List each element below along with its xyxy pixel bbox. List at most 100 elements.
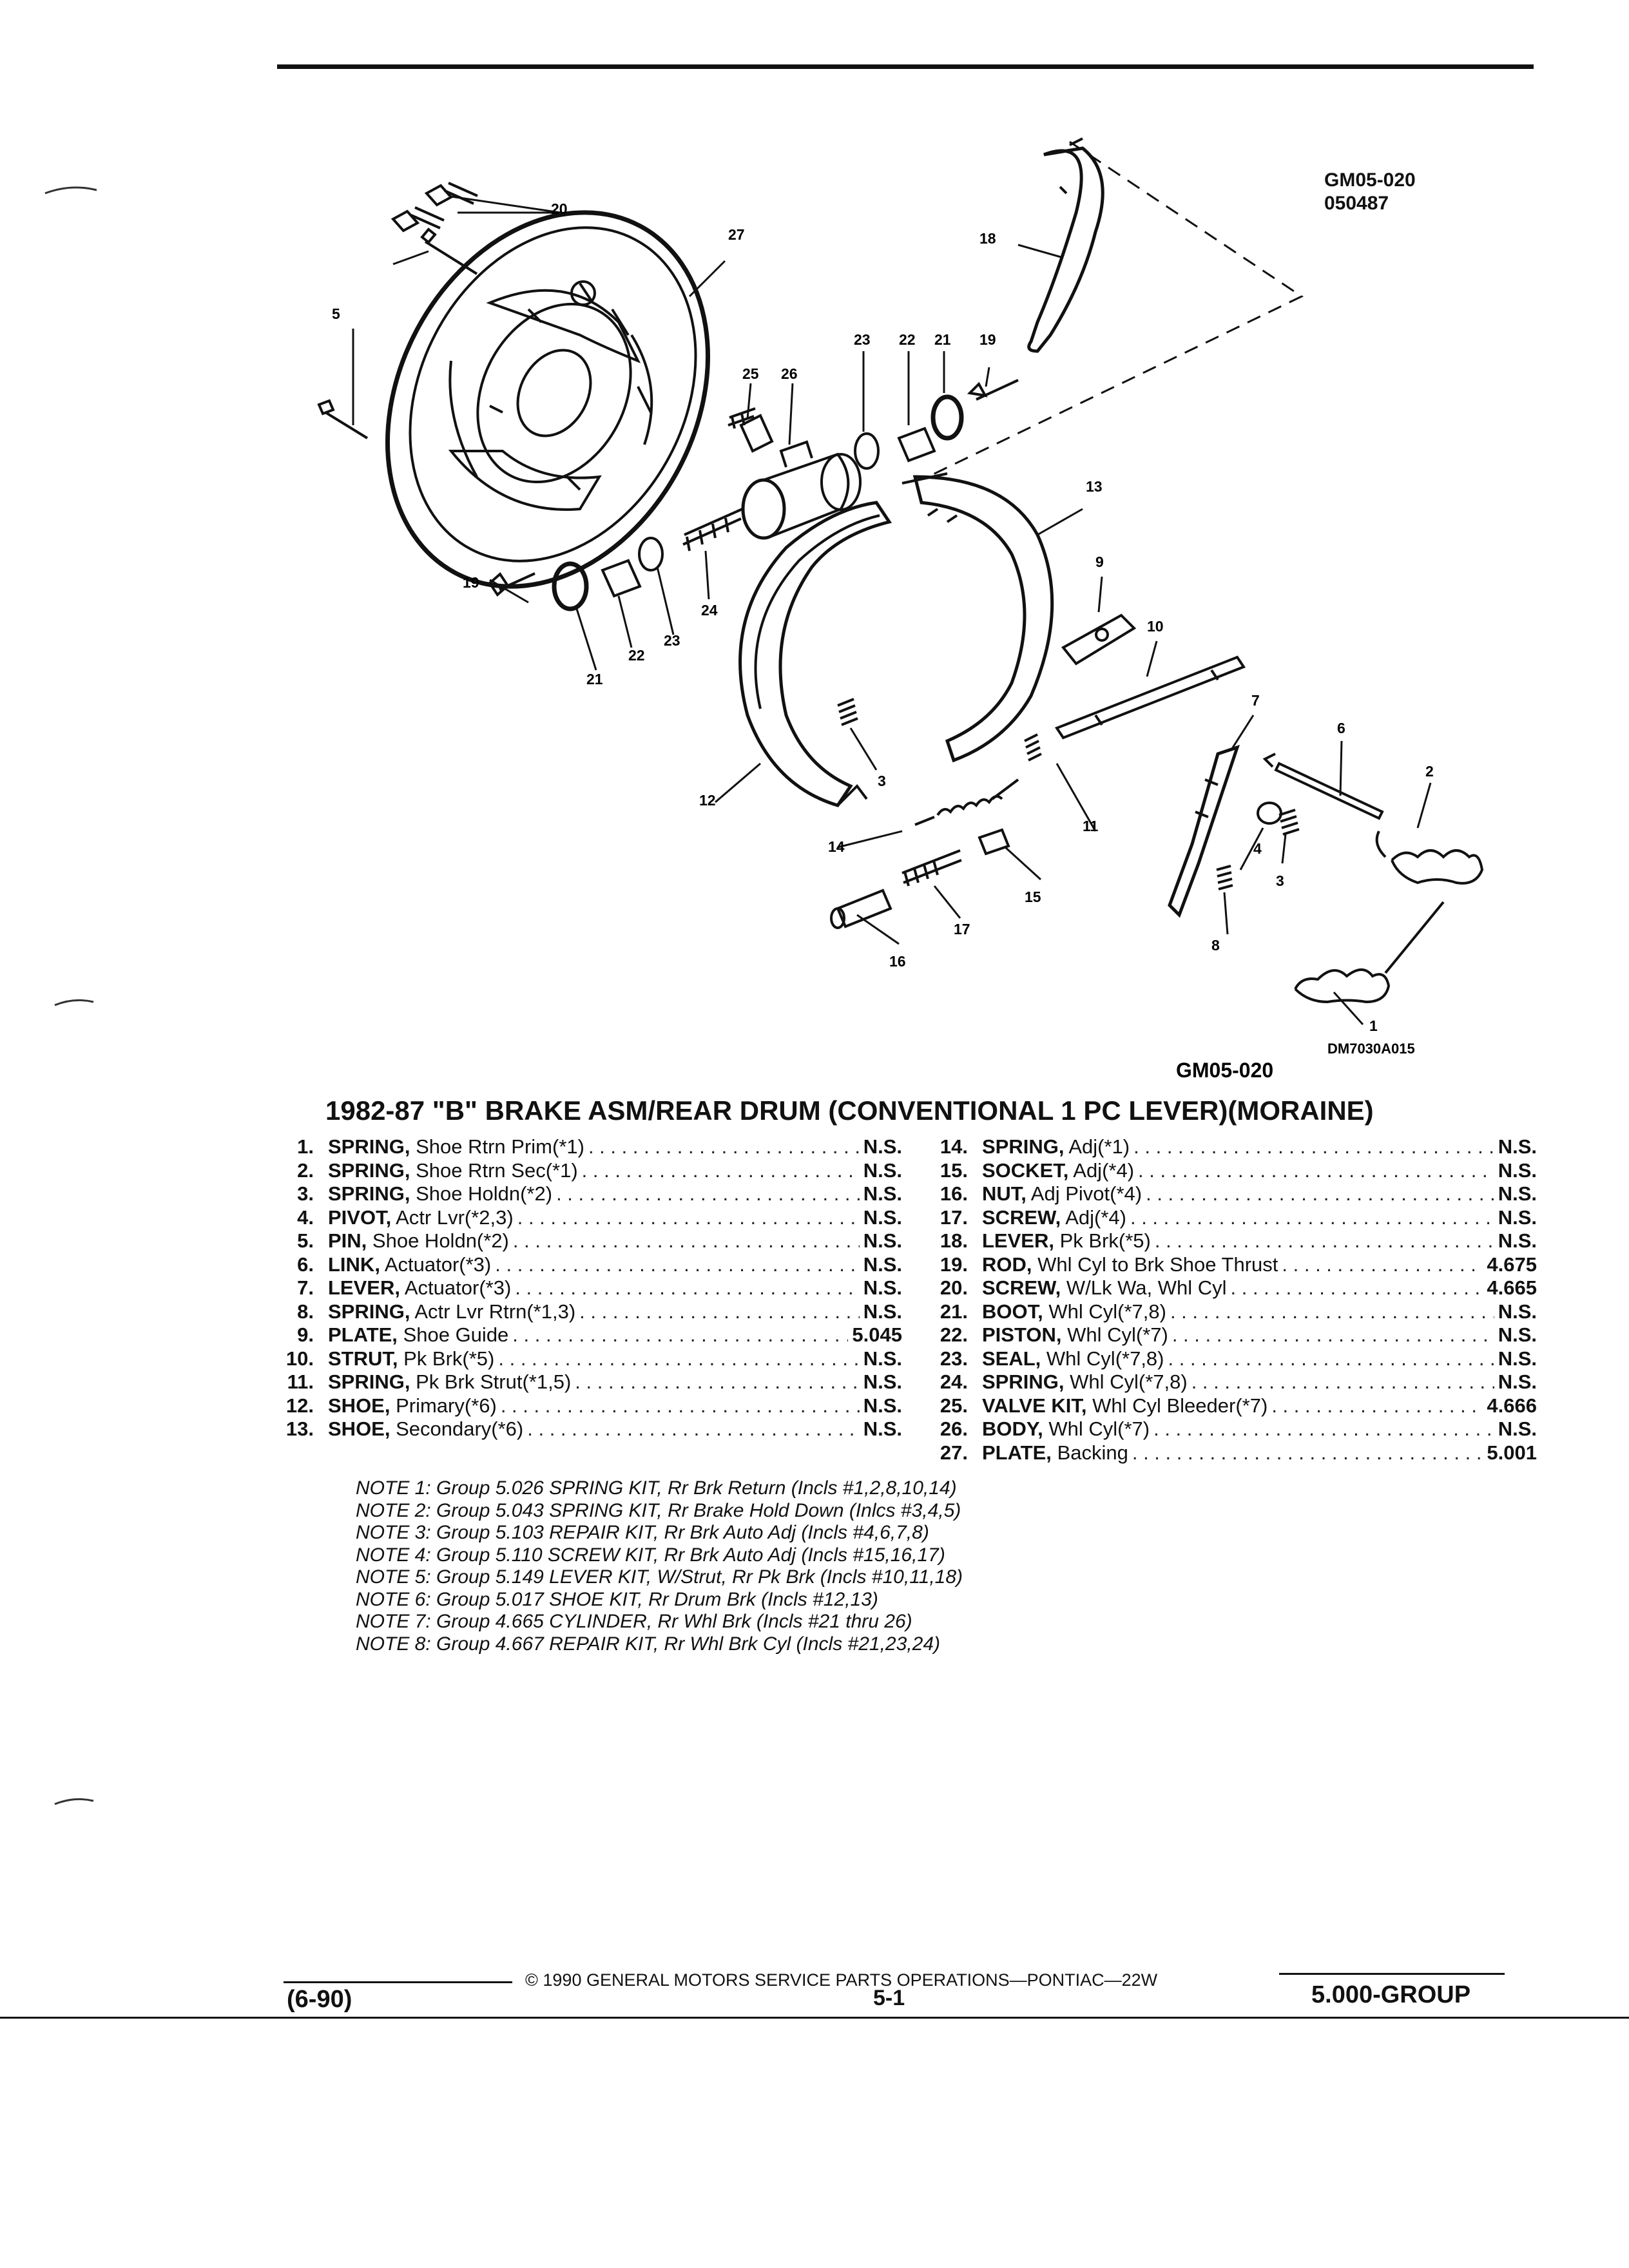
part-name: SCREW, <box>982 1206 1061 1229</box>
part-row: 15. SOCKET, Adj(*4). . . . . . . . . . . … <box>928 1159 1537 1183</box>
part-detail: Adj(*1) <box>1068 1135 1130 1158</box>
part-row: 2.SPRING, Shoe Rtrn Sec(*1). . . . . . .… <box>274 1159 902 1183</box>
part-group-code: N.S. <box>863 1370 902 1393</box>
part-detail: Backing <box>1057 1441 1128 1464</box>
callout-20: 20 <box>551 200 568 217</box>
part-detail: Actuator(*3) <box>404 1276 512 1299</box>
part-description: STRUT, Pk Brk(*5) <box>328 1347 494 1371</box>
part-number: 21. <box>940 1300 968 1323</box>
boot-left <box>552 561 589 611</box>
holddown-spring-a <box>837 698 858 726</box>
leader-dots: . . . . . . . . . . . . . . . . . . . . … <box>500 1394 860 1417</box>
part-row: 14.SPRING, Adj(*1). . . . . . . . . . . … <box>928 1135 1537 1159</box>
part-row: 25.VALVE KIT, Whl Cyl Bleeder(*7). . . .… <box>928 1394 1537 1418</box>
part-detail: Adj(*4) <box>1073 1158 1135 1182</box>
part-description: VALVE KIT, Whl Cyl Bleeder(*7) <box>982 1394 1268 1418</box>
spring-left <box>682 508 743 552</box>
part-detail: Actr Lvr Rtrn(*1,3) <box>414 1300 576 1323</box>
note-line: NOTE 5: Group 5.149 LEVER KIT, W/Strut, … <box>356 1566 963 1588</box>
callout-2: 2 <box>1425 763 1434 780</box>
part-detail: Whl Cyl(*7) <box>1048 1418 1150 1440</box>
backing-plate <box>385 210 710 589</box>
part-number: 23. <box>940 1347 968 1370</box>
part-row: 6.LINK, Actuator(*3). . . . . . . . . . … <box>274 1253 902 1277</box>
part-row: 1.SPRING, Shoe Rtrn Prim(*1). . . . . . … <box>274 1135 902 1159</box>
part-name: PIN, <box>328 1229 367 1252</box>
part-description: SCREW, Adj(*4) <box>982 1206 1126 1230</box>
part-number: 7. <box>297 1276 314 1299</box>
part-number: 18. <box>940 1229 968 1252</box>
part-description: SEAL, Whl Cyl(*7,8) <box>982 1347 1164 1371</box>
part-detail: Whl Cyl to Brk Shoe Thrust <box>1037 1253 1278 1276</box>
part-number: 11. <box>287 1370 314 1393</box>
callout-25: 25 <box>742 365 759 382</box>
callout-3-left: 3 <box>878 773 886 789</box>
part-row: 9.PLATE, Shoe Guide. . . . . . . . . . .… <box>274 1323 902 1347</box>
callout-9: 9 <box>1095 553 1104 570</box>
part-row: 3.SPRING, Shoe Holdn(*2). . . . . . . . … <box>274 1182 902 1206</box>
part-description: SPRING, Whl Cyl(*7,8) <box>982 1370 1188 1394</box>
part-description: LEVER, Actuator(*3) <box>328 1276 511 1300</box>
leader-dots: . . . . . . . . . . . . . . . . . . . . … <box>512 1229 860 1252</box>
callout-7: 7 <box>1251 692 1260 709</box>
seal-right <box>854 432 880 470</box>
leader-dots: . . . . . . . . . . . . . . . . . . . . … <box>1153 1418 1494 1440</box>
part-detail: Whl Cyl(*7,8) <box>1070 1370 1188 1393</box>
part-description: LEVER, Pk Brk(*5) <box>982 1229 1151 1253</box>
part-number: 5. <box>297 1229 314 1252</box>
callout-11: 11 <box>1083 818 1099 834</box>
part-row: 27.PLATE, Backing. . . . . . . . . . . .… <box>928 1441 1537 1465</box>
part-number: 20. <box>940 1276 968 1299</box>
seal-left <box>638 537 664 572</box>
part-number: 25. <box>940 1394 968 1417</box>
part-detail: Pk Brk(*5) <box>1059 1229 1151 1252</box>
callout-8: 8 <box>1211 937 1220 954</box>
part-description: SOCKET, Adj(*4) <box>982 1159 1134 1183</box>
part-number: 24. <box>940 1370 968 1393</box>
part-description: NUT, Adj Pivot(*4) <box>982 1182 1142 1206</box>
part-group-code: N.S. <box>1498 1370 1537 1393</box>
part-name: VALVE KIT, <box>982 1394 1087 1417</box>
part-description: LINK, Actuator(*3) <box>328 1253 491 1277</box>
figure-bottom-label: GM05-020 <box>1176 1059 1273 1082</box>
callout-22-left: 22 <box>628 647 645 664</box>
leader-dots: . . . . . . . . . . . . . . . . . . . . … <box>1170 1300 1494 1323</box>
leader-dots: . . . . . . . . . . . . . . . . . . . . … <box>1138 1158 1494 1182</box>
part-detail: Whl Cyl Bleeder(*7) <box>1092 1394 1268 1417</box>
part-detail: Actuator(*3) <box>384 1253 492 1276</box>
part-row: 26.BODY, Whl Cyl(*7). . . . . . . . . . … <box>928 1418 1537 1441</box>
callout-10: 10 <box>1147 618 1164 635</box>
part-description: SPRING, Adj(*1) <box>982 1135 1130 1159</box>
part-row: 16.NUT, Adj Pivot(*4). . . . . . . . . .… <box>928 1182 1537 1206</box>
part-description: PLATE, Backing <box>982 1441 1128 1465</box>
part-description: PIVOT, Actr Lvr(*2,3) <box>328 1206 514 1230</box>
copyright-line: © 1990 GENERAL MOTORS SERVICE PARTS OPER… <box>525 1970 1158 1990</box>
leader-dots: . . . . . . . . . . . . . . . . . . . . … <box>1230 1276 1483 1299</box>
part-name: SCREW, <box>982 1276 1061 1299</box>
screw-b <box>424 182 478 207</box>
part-group-code: 4.666 <box>1487 1394 1537 1417</box>
callout-21-top: 21 <box>934 331 951 348</box>
callout-22-top: 22 <box>899 331 916 348</box>
part-row: 12.SHOE, Primary(*6). . . . . . . . . . … <box>274 1394 902 1418</box>
part-group-code: N.S. <box>863 1276 902 1299</box>
adjuster-pivot-nut <box>836 889 892 928</box>
leader-dots: . . . . . . . . . . . . . . . . . . . . … <box>1171 1323 1494 1346</box>
part-number: 15. <box>940 1158 968 1182</box>
note-line: NOTE 6: Group 5.017 SHOE KIT, Rr Drum Br… <box>356 1588 878 1610</box>
thrust-rod-left <box>488 572 535 597</box>
bottom-rule <box>0 2017 1629 2019</box>
part-detail: Whl Cyl(*7,8) <box>1046 1347 1164 1370</box>
part-row: 11.SPRING, Pk Brk Strut(*1,5). . . . . .… <box>274 1370 902 1394</box>
footer-rule-right <box>1279 1973 1505 1975</box>
part-row: 13.SHOE, Secondary(*6). . . . . . . . . … <box>274 1418 902 1441</box>
strut-spring <box>1024 733 1042 762</box>
callout-19-top: 19 <box>979 331 996 348</box>
part-name: LEVER, <box>982 1229 1054 1252</box>
part-row: 22.PISTON, Whl Cyl(*7). . . . . . . . . … <box>928 1323 1537 1347</box>
leader-dots: . . . . . . . . . . . . . . . . . . . . … <box>1282 1253 1483 1276</box>
part-name: PIVOT, <box>328 1206 392 1229</box>
part-description: SPRING, Actr Lvr Rtrn(*1,3) <box>328 1300 575 1324</box>
part-detail: Shoe Holdn(*2) <box>416 1182 553 1205</box>
part-description: SPRING, Pk Brk Strut(*1,5) <box>328 1370 571 1394</box>
